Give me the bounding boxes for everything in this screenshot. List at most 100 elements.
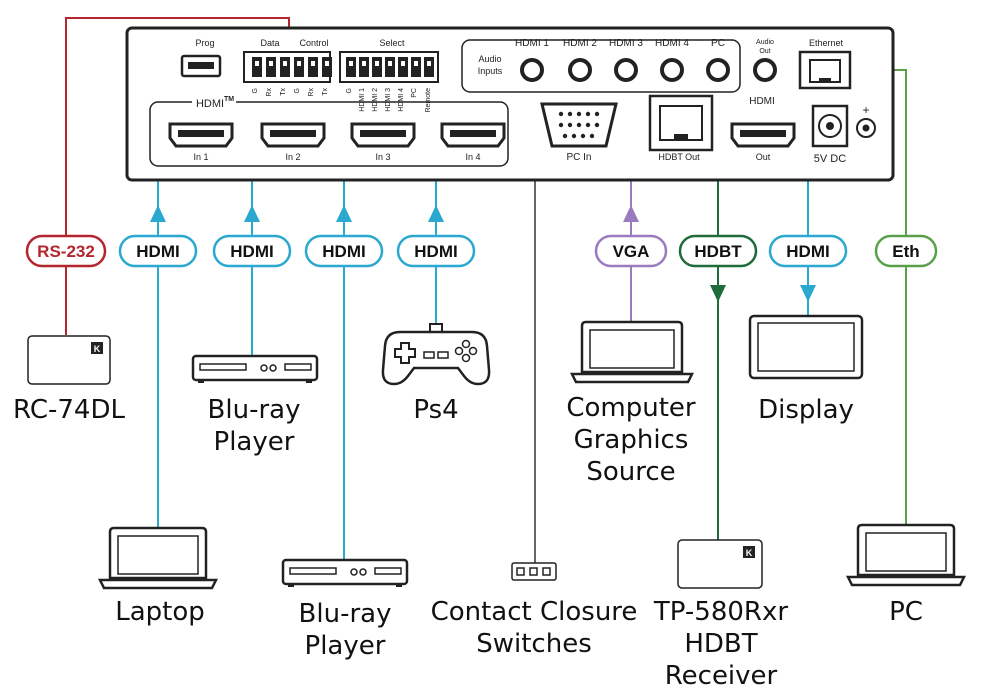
hdmi-in-port-inner (360, 130, 406, 137)
hdmi-in-port-inner (270, 130, 316, 137)
cable-badges: RS-232 HDMI HDMI HDMI HDMI VGA HDBT HDM (25, 234, 938, 268)
audio-out-jack[interactable] (753, 58, 777, 82)
arrow-up-in2 (244, 205, 260, 222)
badge-hdmi-in2-shape (212, 234, 292, 268)
bluray-player-2-foot (288, 584, 294, 587)
terminal-screw-hole (255, 61, 259, 66)
control-terminal-screws (252, 57, 332, 77)
terminal-screw-hole (362, 61, 366, 66)
gamepad-button (454, 346, 464, 356)
badge-hdbt-text: HDBT (694, 242, 742, 261)
select-terminal-screws (346, 57, 434, 77)
prog-label: Prog (195, 38, 214, 48)
terminal-screw-hole (283, 61, 287, 66)
kramer-logo-letter: K (746, 548, 753, 558)
badge-hdmi-in3: HDMI (304, 234, 384, 268)
display-monitor (748, 314, 864, 380)
control-pin-label: G (294, 88, 301, 93)
arrow-up-in1 (150, 205, 166, 222)
caption-computer: Source (586, 457, 675, 487)
gamepad-button (468, 346, 478, 356)
switch-button (529, 567, 538, 576)
terminal-screw-hole (269, 61, 273, 66)
bluray-player-2 (281, 558, 409, 587)
caption-bluray-2: Player (305, 631, 386, 661)
audio-inputs-group (461, 39, 741, 93)
badge-vga: VGA (594, 234, 668, 268)
control-pin-label: Tx (322, 88, 329, 96)
polarity-icon-center (862, 124, 870, 132)
switch-button (542, 567, 551, 576)
audio-jack[interactable] (520, 58, 544, 82)
audio-jack[interactable] (614, 58, 638, 82)
caption-tp580rxr: HDBT (684, 629, 757, 659)
device-body (125, 26, 895, 182)
bluray-player-2-button (350, 568, 358, 576)
pc-laptop-icon (845, 523, 967, 587)
audio-jack[interactable] (706, 58, 730, 82)
vga-pin (562, 133, 568, 139)
badge-hdmi-in2: HDMI (212, 234, 292, 268)
badge-hdmi-in4: HDMI (396, 234, 476, 268)
kramer-logo-icon (91, 342, 103, 354)
badge-hdmi-out-text: HDMI (786, 242, 829, 261)
terminal-screw (372, 57, 382, 77)
terminal-screw-hole (414, 61, 418, 66)
caption-contact-closure: Contact Closure (431, 597, 638, 627)
power-label: 5V DC (814, 153, 846, 165)
audio-jack[interactable] (660, 58, 684, 82)
arrows (150, 205, 816, 302)
terminal-screw-hole (375, 61, 379, 66)
caption-tp580rxr: TP-580Rxr (653, 597, 788, 627)
caption-ps4: Ps4 (413, 395, 458, 425)
select-label: Select (379, 38, 405, 48)
hdmi-in-label: In 3 (375, 152, 390, 162)
caption-computer: Graphics (574, 425, 689, 455)
badge-hdbt: HDBT (678, 234, 758, 268)
pc-screen-inner (865, 532, 947, 572)
contact-closure-switch-icon (511, 562, 557, 581)
gamepad-start (437, 351, 449, 359)
pc-base (845, 575, 967, 587)
hdbt-cable (712, 119, 719, 540)
terminal-screw (411, 57, 421, 77)
select-pin-label: PC (411, 88, 418, 98)
power-plus: + (862, 103, 869, 117)
prog-usb-port-inner (188, 62, 214, 69)
control-pin-label: Rx (308, 88, 315, 97)
terminal-screw-hole (311, 61, 315, 66)
terminal-screw-hole (388, 61, 392, 66)
audio-jack-label: HDMI 1 (515, 38, 549, 49)
caption-display: Display (758, 395, 854, 425)
vga-pin (594, 111, 600, 117)
audio-out-label: Audio (756, 39, 774, 46)
ethernet-port-latch (819, 78, 831, 83)
bluray-player-1-button (269, 364, 277, 372)
caption-laptop: Laptop (115, 597, 205, 627)
bluray-player-1 (191, 354, 319, 383)
bluray-player-2-body (281, 558, 409, 586)
control-pin-label: G (252, 88, 259, 93)
caption-bluray-2: Blu-ray (299, 599, 392, 629)
hdmi-in-label: In 1 (193, 152, 208, 162)
ethernet-label: Ethernet (809, 38, 844, 48)
vga-pin (580, 133, 586, 139)
vga-pin (594, 122, 600, 128)
terminal-screw-hole (349, 61, 353, 66)
laptop-screen-inner (117, 535, 199, 575)
badge-eth-shape (874, 234, 938, 268)
hdmi-input-ports (168, 122, 506, 148)
audio-jack[interactable] (568, 58, 592, 82)
bluray-player-1-tray (199, 363, 247, 371)
badge-hdmi-in3-shape (304, 234, 384, 268)
hdmi-inputs-group (149, 101, 509, 167)
bluray-player-2-button (359, 568, 367, 576)
caption-tp580rxr: Receiver (665, 661, 778, 691)
hdbt-port-latch (674, 134, 688, 140)
vga-pin (567, 111, 573, 117)
badge-hdmi-out: HDMI (768, 234, 848, 268)
hdmi-out-header: HDMI (749, 96, 775, 107)
hdmi-in-label: In 2 (285, 152, 300, 162)
bluray-player-1-foot (306, 380, 312, 383)
